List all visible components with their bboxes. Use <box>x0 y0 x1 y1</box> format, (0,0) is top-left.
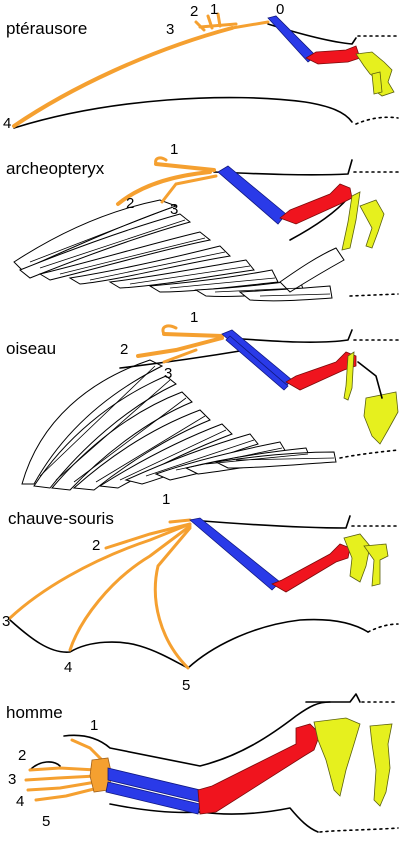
shoulder-bones <box>313 717 361 797</box>
digit-label: 4 <box>64 659 72 676</box>
humerus-bone <box>285 351 357 391</box>
shoulder-bones <box>341 191 361 251</box>
feathers <box>13 199 345 302</box>
panel-human: homme 1 2 3 4 5 <box>6 693 399 833</box>
finger-1-bone <box>154 162 216 172</box>
finger-3-bone <box>8 522 192 620</box>
digit-label: 3 <box>166 21 174 38</box>
panel-title: ptérausore <box>6 19 87 38</box>
digit-label: 3 <box>8 771 16 788</box>
finger-4-bone <box>68 524 192 652</box>
panel-bird: oiseau 1 2 3 <box>6 309 399 491</box>
arm-outline <box>63 701 331 767</box>
finger-3-bone <box>162 348 198 364</box>
digit-label: 1 <box>90 717 98 734</box>
finger-2-bone <box>136 336 224 358</box>
digit-label: 4 <box>3 115 11 132</box>
digit-label: 3 <box>2 613 10 630</box>
finger-2-bone <box>116 170 212 206</box>
digit-label: 3 <box>170 201 178 218</box>
wing-membrane-outline <box>9 618 369 669</box>
digit-label: 1 <box>170 141 178 158</box>
digit-label: 1 <box>210 1 218 18</box>
finger-1-bone <box>168 518 192 524</box>
finger-5-bone <box>34 786 100 802</box>
digit-label: 1 <box>162 491 170 508</box>
digit-label: 3 <box>164 365 172 382</box>
feathers <box>21 359 337 491</box>
panel-pterosaur: ptérausore 3 2 1 0 4 <box>3 1 399 132</box>
panel-title: archeopteryx <box>6 159 105 178</box>
finger-2-bone <box>104 522 192 550</box>
wing-membrane-outline <box>13 96 353 129</box>
forearm-bone <box>189 517 281 591</box>
humerus-bone <box>279 183 353 225</box>
digit-label: 5 <box>182 677 190 694</box>
panel-title: oiseau <box>6 339 56 358</box>
finger-2-bone <box>28 766 98 772</box>
digit-label: 2 <box>120 341 128 358</box>
humerus-bone <box>305 45 361 65</box>
digit-label: 2 <box>190 3 198 20</box>
humerus-bone <box>197 723 321 815</box>
finger-1-bone <box>70 738 106 764</box>
digit-label: 1 <box>190 309 198 326</box>
humerus-bone <box>271 543 351 593</box>
digit-label: 2 <box>92 537 100 554</box>
finger-3-bone <box>160 174 218 204</box>
panel-archaeopteryx: archeopteryx 1 2 3 <box>6 141 399 302</box>
digit-label: 2 <box>126 195 134 212</box>
digit-label: 4 <box>16 793 24 810</box>
shoulder-bones <box>343 351 355 401</box>
finger-5-bone <box>153 526 192 670</box>
digit-label: 5 <box>42 813 50 830</box>
finger-3-bone <box>24 774 98 782</box>
digit-label: 0 <box>276 1 284 18</box>
finger-1-bone <box>162 332 224 338</box>
finger-4-bone <box>12 26 234 128</box>
panel-bat: chauve-souris 1 2 3 4 5 <box>2 491 399 694</box>
panel-title: homme <box>6 703 63 722</box>
shoulder-bones <box>343 533 371 583</box>
finger-4-bone <box>26 780 98 792</box>
panel-title: chauve-souris <box>8 509 114 528</box>
digit-label: 2 <box>18 747 26 764</box>
forearm-bone <box>267 15 317 63</box>
